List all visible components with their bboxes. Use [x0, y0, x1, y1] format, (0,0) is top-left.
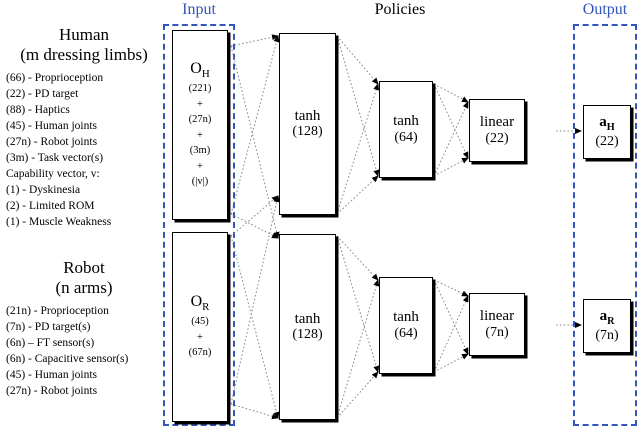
observation-robot-term: (45) [191, 315, 209, 327]
observation-human-subscript: H [201, 68, 210, 81]
robot-title: Robot (n arms) [0, 258, 168, 298]
observation-robot-symbol: OR [191, 293, 210, 313]
observation-robot-symbol-text: O [190, 293, 203, 311]
human-subtitle-text: (m dressing limbs) [20, 45, 148, 65]
human-title: Human (m dressing limbs) [0, 25, 168, 65]
plus-symbol: + [197, 331, 203, 343]
action-human-size: (22) [595, 133, 619, 149]
observation-human-term: (27n) [188, 113, 212, 125]
layer-size: (7n) [485, 324, 509, 340]
list-item: (21n) - Proprioception [6, 305, 109, 318]
observation-box-human: OH (221) + (27n) + (3m) + (|v|) [172, 30, 228, 220]
layer-size: (64) [394, 325, 418, 341]
observation-robot-subscript: R [202, 301, 210, 314]
section-header-output: Output [582, 1, 628, 18]
plus-symbol: + [197, 98, 203, 110]
human-item-list: (66) - Proprioception (22) - PD target (… [0, 71, 168, 231]
list-item: (3m) - Task vector(s) [6, 152, 104, 165]
human-label-block: Human (m dressing limbs) (66) - Proprioc… [0, 25, 168, 231]
layer-name: tanh [393, 309, 419, 326]
observation-human-term: (|v|) [191, 175, 209, 187]
list-item: (45) - Human joints [6, 120, 98, 133]
action-human-subscript: H [606, 122, 615, 134]
layer-name: linear [479, 308, 515, 325]
layer-name: tanh [393, 113, 419, 130]
list-item: (1) - Dyskinesia [6, 183, 81, 196]
observation-human-symbol: OH [190, 60, 209, 80]
robot-title-text: Robot [63, 258, 105, 277]
action-human-symbol: aH [599, 114, 614, 133]
list-item: (6n) - Capacitive sensor(s) [6, 353, 129, 366]
plus-symbol: + [197, 129, 203, 141]
section-header-policies: Policies [374, 1, 426, 18]
observation-human-term: (221) [188, 82, 212, 94]
list-item: (22) - PD target [6, 88, 79, 101]
observation-human-symbol-text: O [190, 60, 202, 78]
robot-item-list: (21n) - Proprioception (7n) - PD target(… [0, 304, 168, 400]
list-item: Capability vector, v: [6, 168, 100, 180]
list-item: (7n) - PD target(s) [6, 321, 91, 334]
section-header-input: Input [182, 1, 216, 18]
action-robot-symbol-text: a [599, 308, 608, 325]
robot-label-block: Robot (n arms) (21n) - Proprioception (7… [0, 258, 168, 400]
list-item: (88) - Haptics [6, 104, 70, 117]
policy-robot-layer-tanh64: tanh (64) [379, 277, 433, 374]
output-box-robot-action: aR (7n) [583, 299, 631, 353]
list-item: (66) - Proprioception [6, 72, 104, 85]
layer-size: (22) [485, 130, 509, 146]
policy-human-layer-tanh128: tanh (128) [279, 33, 336, 215]
output-box-human-action: aH (22) [583, 105, 631, 159]
policy-human-layer-linear: linear (22) [469, 99, 525, 162]
action-robot-size: (7n) [595, 327, 619, 343]
layer-size: (128) [292, 327, 323, 343]
output-group-box [573, 24, 637, 426]
observation-human-term: (3m) [189, 144, 211, 156]
observation-box-robot: OR (45) + (67n) [172, 232, 228, 422]
list-item: (6n) – FT sensor(s) [6, 337, 95, 350]
action-human-symbol-text: a [599, 114, 607, 131]
list-item: (27n) - Robot joints [6, 385, 98, 398]
layer-size: (64) [394, 129, 418, 145]
human-title-text: Human [58, 25, 110, 44]
observation-robot-term: (67n) [188, 346, 212, 358]
layer-name: linear [479, 114, 515, 131]
list-item: (2) - Limited ROM [6, 199, 95, 212]
action-robot-symbol: aR [600, 308, 615, 327]
action-robot-subscript: R [607, 316, 615, 328]
plus-symbol: + [197, 160, 203, 172]
policy-human-layer-tanh64: tanh (64) [379, 81, 433, 178]
list-item: (45) - Human joints [6, 369, 98, 382]
policy-robot-layer-tanh128: tanh (128) [279, 234, 336, 420]
list-item: (27n) - Robot joints [6, 136, 98, 149]
layer-name: tanh [294, 107, 321, 124]
policy-robot-layer-linear: linear (7n) [469, 293, 525, 356]
list-item: (1) - Muscle Weakness [6, 215, 112, 228]
layer-name: tanh [294, 310, 321, 327]
robot-subtitle-text: (n arms) [55, 278, 113, 298]
layer-size: (128) [292, 124, 323, 140]
